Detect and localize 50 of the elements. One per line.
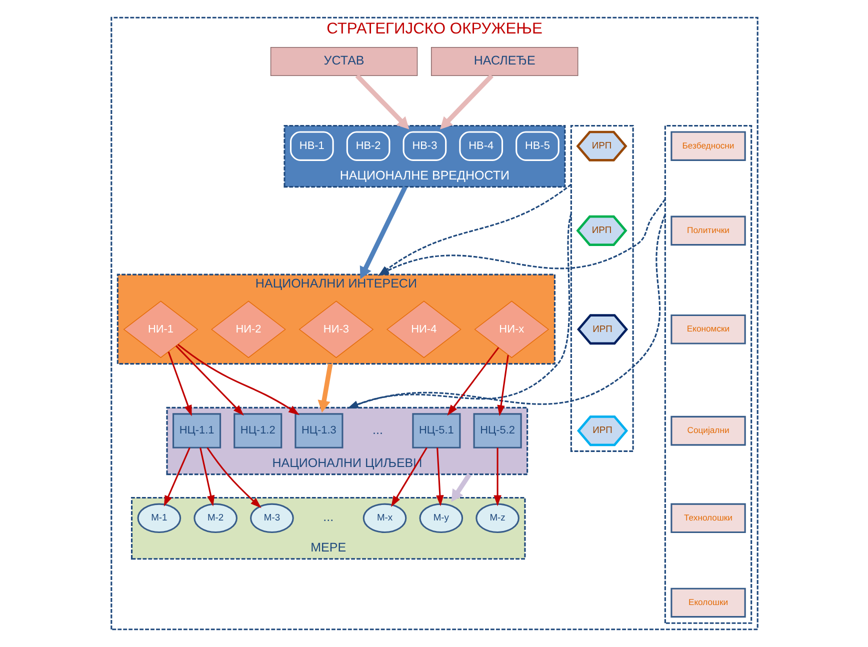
node-box: НЦ-1.2 — [233, 413, 282, 448]
node-box: НЦ-5.2 — [472, 413, 522, 448]
label: ... — [372, 422, 382, 437]
arrow — [346, 214, 572, 409]
node-box: НЦ-1.3 — [294, 413, 343, 448]
arrow — [176, 344, 300, 416]
arrow — [346, 214, 666, 409]
node-box: Политички — [670, 216, 746, 246]
node-ellipse: М-y — [418, 503, 463, 534]
node-box: НВ-3 — [402, 131, 446, 161]
node-box: Технолошки — [670, 503, 746, 534]
arrow — [175, 345, 244, 416]
node-diamond: НИ-3 — [298, 300, 374, 358]
arrow — [359, 186, 407, 280]
node-box: Безбедносни — [670, 131, 746, 161]
node-ellipse: М-1 — [136, 503, 181, 534]
arrow — [450, 473, 471, 502]
node-box: Економски — [670, 314, 746, 344]
node-ellipse: М-x — [362, 503, 406, 534]
cluster — [664, 124, 752, 624]
node-ellipse: М-3 — [250, 503, 294, 534]
arrow — [167, 352, 192, 416]
arrow — [354, 74, 409, 130]
node-box: НВ-2 — [346, 131, 390, 161]
label: ... — [322, 510, 334, 524]
node-diamond: НИ-4 — [386, 300, 461, 358]
arrow — [440, 74, 493, 130]
node-box: Еколошки — [670, 588, 746, 618]
node-diamond: НИ-2 — [210, 300, 286, 358]
node-box: НЦ-5.1 — [412, 413, 460, 448]
arrow — [199, 448, 214, 506]
arrow — [317, 363, 332, 413]
arrow — [163, 447, 190, 507]
node-box: НВ-5 — [515, 131, 559, 161]
arrow — [446, 347, 499, 416]
arrow — [206, 447, 261, 508]
node-box: НЦ-1.1 — [172, 413, 221, 448]
node-ellipse: М-2 — [193, 503, 237, 534]
arrow — [493, 448, 501, 506]
cluster — [570, 124, 634, 452]
node-box: НВ-1 — [289, 131, 334, 161]
node-box: УСТАВ — [270, 47, 418, 76]
node-ellipse: М-z — [475, 503, 519, 534]
arrow — [436, 448, 444, 506]
node-diamond: НИ-х — [474, 300, 549, 358]
node-diamond: НИ-1 — [122, 300, 198, 358]
node-box: НВ-4 — [458, 131, 503, 161]
node-box: Социјални — [670, 416, 746, 446]
arrow — [496, 354, 508, 416]
node-box: НАСЛЕЂЕ — [430, 47, 578, 76]
